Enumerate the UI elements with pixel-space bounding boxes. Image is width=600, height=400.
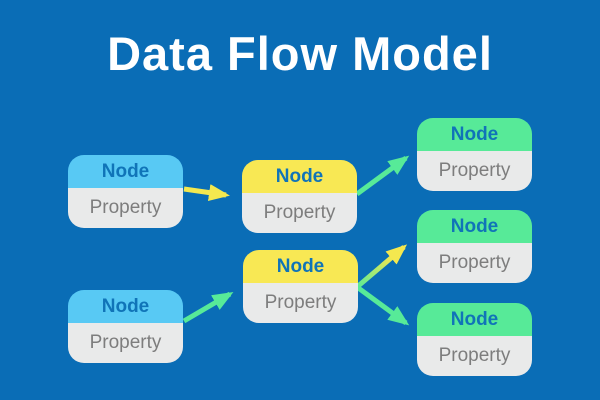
node-right-1-label: Node bbox=[417, 118, 532, 151]
arrow-middle2-to-right3 bbox=[355, 284, 410, 326]
arrow-left1-to-middle1 bbox=[183, 184, 230, 202]
node-middle-2: Node Property bbox=[243, 250, 358, 323]
node-right-3-label: Node bbox=[417, 303, 532, 336]
node-left-2-property: Property bbox=[68, 323, 183, 363]
node-right-1: Node Property bbox=[417, 118, 532, 191]
node-middle-1-label: Node bbox=[242, 160, 357, 193]
node-left-2: Node Property bbox=[68, 290, 183, 363]
node-middle-1: Node Property bbox=[242, 160, 357, 233]
node-left-2-label: Node bbox=[68, 290, 183, 323]
node-left-1-label: Node bbox=[68, 155, 183, 188]
node-middle-2-property: Property bbox=[243, 283, 358, 323]
node-right-3: Node Property bbox=[417, 303, 532, 376]
node-left-1-property: Property bbox=[68, 188, 183, 228]
arrow-middle1-to-right1 bbox=[355, 155, 410, 197]
node-right-2: Node Property bbox=[417, 210, 532, 283]
node-right-1-property: Property bbox=[417, 151, 532, 191]
node-right-2-label: Node bbox=[417, 210, 532, 243]
node-middle-1-property: Property bbox=[242, 193, 357, 233]
arrow-middle2-to-right2 bbox=[355, 244, 408, 289]
node-left-1: Node Property bbox=[68, 155, 183, 228]
node-middle-2-label: Node bbox=[243, 250, 358, 283]
diagram-title: Data Flow Model bbox=[107, 27, 493, 80]
arrow-left2-to-middle2 bbox=[182, 291, 234, 324]
node-right-3-property: Property bbox=[417, 336, 532, 376]
node-right-2-property: Property bbox=[417, 243, 532, 283]
